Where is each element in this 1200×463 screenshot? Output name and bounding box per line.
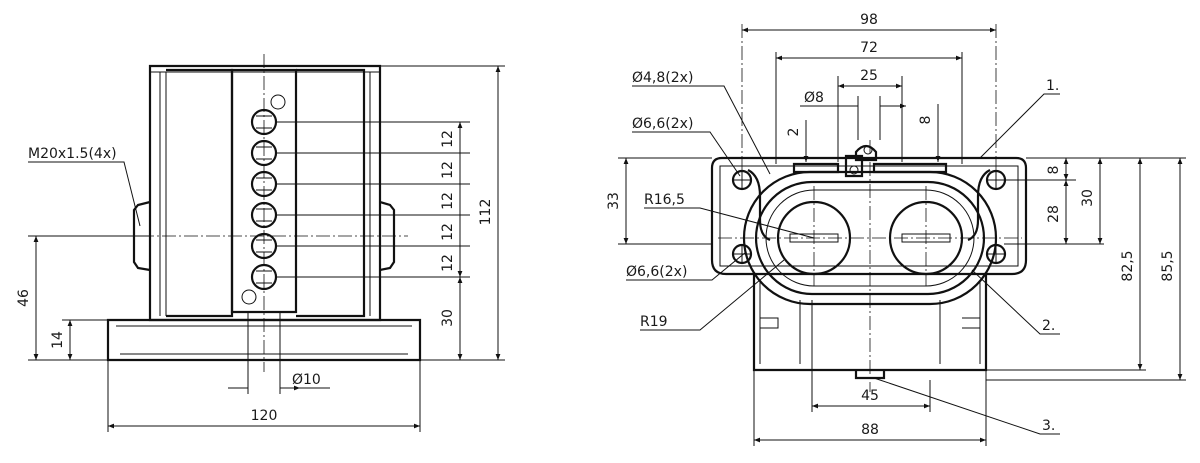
dim-85-5: 85,5 (1160, 250, 1176, 281)
r16-5-label: R16,5 (644, 192, 685, 208)
pitch-dim-4: 12 (440, 223, 456, 241)
dim-45: 45 (861, 388, 879, 404)
oval-gasket-inner (754, 180, 986, 296)
dim-30-left: 30 (440, 309, 456, 327)
dim-30-right: 30 (1080, 189, 1096, 207)
dia-8: Ø8 (804, 90, 824, 106)
dia-6-6-label-bottom: Ø6,6(2x) (626, 264, 687, 280)
mounting-flange (710, 156, 1028, 276)
thread-label: M20x1.5(4x) (28, 146, 117, 162)
top-cap (149, 66, 380, 73)
dim-14: 14 (50, 331, 66, 349)
pitch-dim-3: 12 (440, 192, 456, 210)
dim-33: 33 (606, 192, 622, 210)
dim-46: 46 (16, 289, 32, 307)
dim-82-5: 82,5 (1120, 250, 1136, 281)
dim-8-top: 8 (918, 116, 934, 125)
callout-1: 1. (1046, 78, 1059, 94)
pitch-dimension-lines (276, 65, 505, 361)
dia-10: Ø10 (292, 372, 321, 388)
dim-88: 88 (861, 422, 879, 438)
dim-2: 2 (786, 128, 802, 137)
dim-25: 25 (860, 68, 878, 84)
dia-6-6-label-top: Ø6,6(2x) (632, 116, 693, 132)
top-rail (792, 162, 948, 174)
front-view: 98 72 25 Ø8 2 8 Ø4,8(2x) Ø6,6(2x) R16,5 … (606, 12, 1186, 446)
dim-112: 112 (478, 199, 494, 226)
dia-4-8-label: Ø4,8(2x) (632, 70, 693, 86)
center-block (230, 68, 298, 314)
callout-2: 2. (1042, 318, 1055, 334)
dim-72: 72 (860, 40, 878, 56)
pitch-dim-5: 12 (440, 254, 456, 272)
screw-hole-bottom (241, 289, 257, 305)
dim-98: 98 (860, 12, 878, 28)
dim-28: 28 (1046, 205, 1062, 223)
dim-120: 120 (251, 408, 278, 424)
body-inner-left (159, 72, 167, 316)
pitch-dim-2: 12 (440, 161, 456, 179)
left-cover (166, 68, 234, 318)
r19-label: R19 (640, 314, 668, 330)
right-cover (296, 68, 366, 318)
oval-gasket-outer (742, 170, 998, 306)
dim-8-right: 8 (1046, 166, 1062, 175)
body-outline (148, 64, 382, 322)
callout-3: 3. (1042, 418, 1055, 434)
side-view: 12 12 12 12 12 30 112 46 14 M20x1.5(4x) … (16, 54, 505, 432)
screw-hole-top (270, 94, 286, 110)
pitch-dim-1: 12 (440, 130, 456, 148)
